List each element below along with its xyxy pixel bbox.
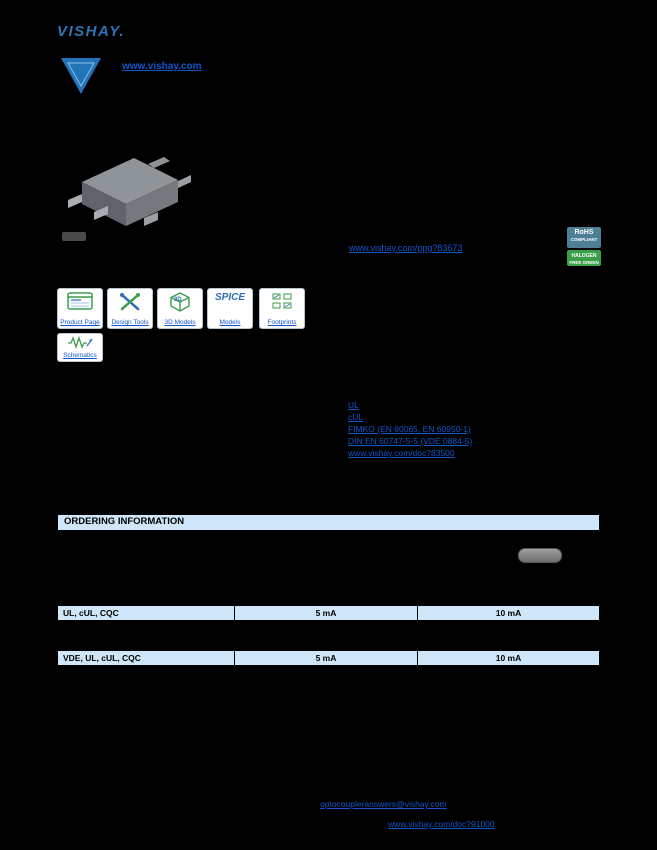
cul-link[interactable]: cUL [348,412,364,422]
legal-disclaimer-link[interactable]: www.vishay.com/doc?91000 [388,819,495,829]
footprints-icon [272,293,292,309]
resource-label: Design Tools [111,319,149,326]
resource-card-product-page[interactable]: Product Page [57,288,103,329]
resource-label: Schematics [63,352,97,359]
vishay-wordmark: VISHAY. [57,23,126,40]
ordering-information-header: ORDERING INFORMATION [57,514,600,531]
contact-email-link[interactable]: optocoupleranswers@vishay.com [320,799,447,809]
resource-label: Footprints [267,319,297,326]
green-badge-subtitle: FREE GREEN [569,260,599,265]
product-page-link[interactable]: www.vishay.com/ppg?83673 [349,243,463,253]
ordering-table-header-1: UL, cUL, CQC 5 mA 10 mA [57,605,600,621]
part-image-thumbnail [518,548,562,563]
if-10ma-column-header: 10 mA [417,605,600,621]
resource-card-footprints[interactable]: Footprints [259,288,305,329]
vishay-website-link[interactable]: www.vishay.com [122,61,202,72]
product-page-icon [67,292,93,310]
resource-card-spice-models[interactable]: SPICE Models [207,288,253,329]
ordering-table-header-2: VDE, UL, cUL, CQC 5 mA 10 mA [57,650,600,666]
resource-card-3d-models[interactable]: 3D 3D Models [157,288,203,329]
if-5ma-column-header: 5 mA [234,605,418,621]
product-photo [68,157,191,226]
if-5ma-column-header: 5 mA [234,650,418,666]
resource-label: Product Page [60,319,100,326]
resource-card-design-tools[interactable]: Design Tools [107,288,153,329]
svg-text:3D: 3D [174,297,182,303]
vde-link[interactable]: DIN EN 60747-5-5 (VDE 0884-5) [348,436,473,446]
3d-models-icon: 3D [170,292,190,312]
agency-approvals-cell: VDE, UL, cUL, CQC [57,650,235,666]
schematics-icon [68,336,93,349]
green-badge-title: HALOGEN [571,253,597,259]
resource-label: 3D Models [164,319,196,326]
ul-link[interactable]: UL [348,400,359,410]
resource-card-schematics[interactable]: Schematics [57,333,103,362]
rohs-badge-subtitle: COMPLIANT [570,237,598,242]
vishay-triangle-logo [61,58,101,94]
agency-approval-links: UL cUL FIMKO (EN 60065, EN 60950-1) DIN … [348,399,472,459]
agency-approvals-cell: UL, cUL, CQC [57,605,235,621]
rohs-badge-title: RoHS [574,229,594,236]
if-10ma-column-header: 10 mA [417,650,600,666]
halogen-free-badge: HALOGEN FREE GREEN [567,250,601,266]
design-tools-icon [120,293,140,311]
scale-marker [62,232,86,241]
resource-label: Models [219,319,241,326]
doc-link[interactable]: www.vishay.com/doc?83500 [348,448,455,458]
spice-icon: SPICE [214,292,245,303]
rohs-compliant-badge: RoHS COMPLIANT [567,227,601,248]
fimko-link[interactable]: FIMKO (EN 60065, EN 60950-1) [348,424,471,434]
